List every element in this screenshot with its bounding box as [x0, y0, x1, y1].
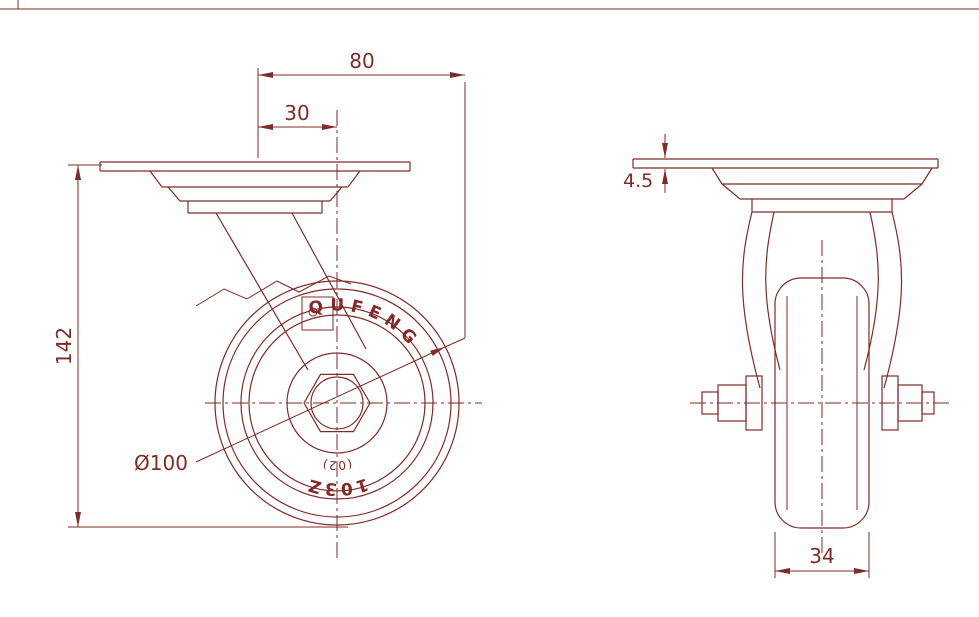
front-swivel-housing: [149, 170, 361, 214]
dim-45-text: 4.5: [623, 170, 653, 192]
dim-plate-thickness-45: 4.5: [623, 134, 668, 193]
side-axle-bolt-left: [701, 375, 763, 431]
dim-wheel-width-34: 34: [774, 532, 870, 578]
dim-top-width-80: 80: [257, 49, 466, 338]
dim-diameter-100: Ø100: [134, 337, 466, 475]
dim-30-text: 30: [284, 101, 309, 125]
front-fork-leg: [195, 212, 367, 371]
side-view: 4.5 34: [623, 134, 952, 578]
dim-offset-30: 30: [258, 101, 337, 130]
wheel-variant-textpath: (02): [321, 457, 353, 473]
side-wheel: [774, 277, 870, 529]
side-axle-nut-right: [881, 375, 935, 431]
dim-34-text: 34: [809, 544, 834, 568]
sheet-frame: [0, 0, 979, 10]
wheel-brand-text: QUFENG: [307, 295, 424, 352]
front-centerlines: [205, 110, 482, 562]
fork-break-line: [195, 275, 352, 307]
axle-hex-nut: [303, 373, 371, 433]
dim-height-142: 142: [52, 164, 348, 528]
wheel-variant-text: (02): [321, 457, 354, 473]
side-mounting-plate: [632, 158, 939, 169]
dim-142-text: 142: [52, 327, 76, 365]
front-view: QUFENG 103Z (02) 80 30 142: [52, 49, 482, 562]
front-wheel: [214, 280, 460, 526]
wheel-brand-textpath: QUFENG: [307, 295, 418, 352]
dim-80-text: 80: [349, 49, 374, 73]
side-swivel-housing: [711, 167, 933, 213]
side-centerlines: [690, 240, 952, 556]
grease-hole: [308, 307, 318, 317]
side-fork-legs: [741, 211, 903, 389]
dim-diameter-text: Ø100: [134, 451, 188, 475]
front-mounting-plate: [99, 161, 411, 172]
